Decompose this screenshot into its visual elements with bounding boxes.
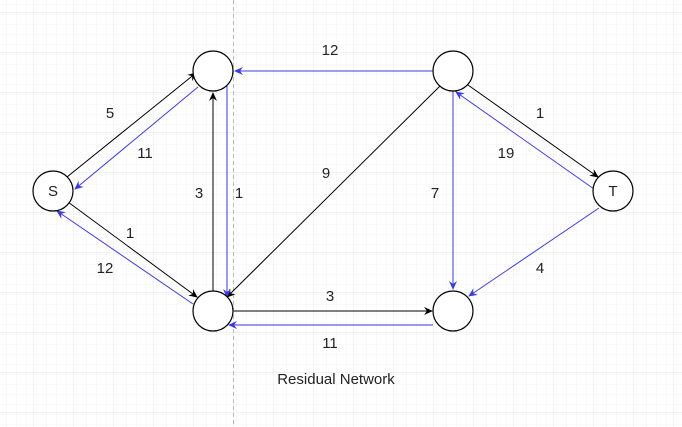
label-c-to-a: 12 (322, 42, 339, 59)
label-c-to-d: 7 (431, 185, 439, 202)
diagram-title: Residual Network (277, 371, 395, 388)
label-a-to-b: 1 (235, 185, 243, 202)
label-a-to-s: 11 (137, 145, 153, 162)
label-t-to-d: 4 (536, 260, 544, 277)
node-c[interactable] (432, 50, 474, 92)
node-t-label: T (608, 183, 617, 200)
edge-c-to-b[interactable] (226, 85, 441, 298)
node-t[interactable] (592, 170, 634, 212)
node-d[interactable] (432, 290, 474, 332)
node-s-label: S (48, 183, 58, 200)
edge-s-to-b[interactable] (67, 201, 198, 298)
label-t-to-c: 19 (498, 145, 515, 162)
node-b[interactable] (192, 290, 234, 332)
edge-s-to-a[interactable] (66, 72, 197, 178)
edge-c-to-t[interactable] (467, 84, 599, 178)
edge-a-to-s[interactable] (74, 86, 199, 190)
edge-b-to-s[interactable] (56, 210, 194, 305)
label-b-to-s: 12 (97, 260, 114, 277)
node-s[interactable] (32, 170, 74, 212)
edge-t-to-d[interactable] (468, 207, 600, 297)
label-b-to-d: 3 (326, 288, 334, 305)
node-a[interactable] (192, 50, 234, 92)
edge-t-to-c[interactable] (455, 91, 595, 190)
label-b-to-a: 3 (195, 185, 203, 202)
label-s-to-a: 5 (106, 105, 114, 122)
label-c-to-b: 9 (322, 165, 330, 182)
label-c-to-t: 1 (536, 105, 544, 122)
label-s-to-b: 1 (126, 225, 134, 242)
label-d-to-b: 11 (322, 335, 338, 352)
